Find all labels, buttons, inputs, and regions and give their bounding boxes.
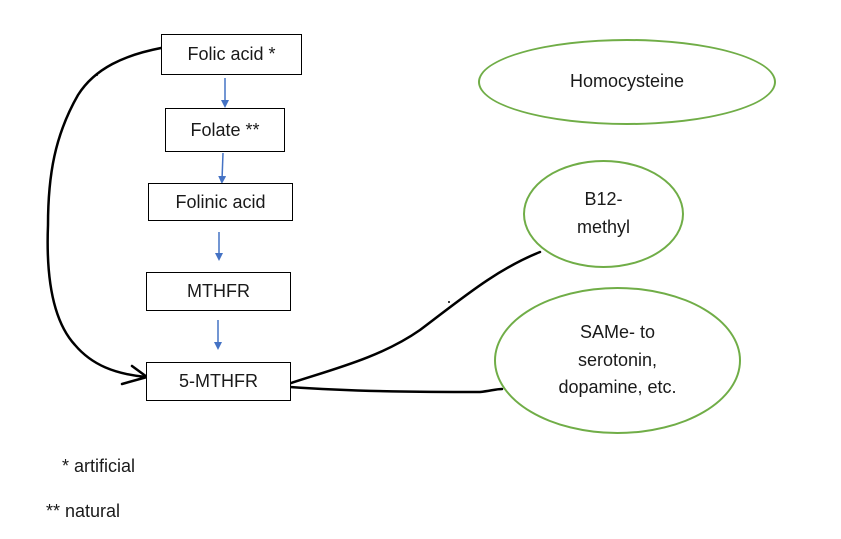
ink-dot — [96, 74, 98, 76]
mthfr-label: MTHFR — [187, 281, 250, 301]
folic-acid-label: Folic acid * — [187, 44, 276, 64]
b12-methyl-oval: B12- methyl — [523, 160, 684, 268]
arrow-folate-to-folinic — [218, 152, 227, 184]
b12-methyl-text: B12- methyl — [577, 186, 630, 242]
folate-box: Folate ** — [165, 108, 285, 152]
curve-folic-to-5mthfr — [46, 46, 163, 379]
folinic-acid-label: Folinic acid — [175, 191, 266, 212]
5-mthfr-box: 5-MTHFR — [146, 362, 291, 401]
footnote-natural: ** natural — [46, 501, 121, 521]
curve-5mthfr-to-b12 — [286, 250, 542, 386]
footnote-artificial: * artificial — [62, 456, 136, 476]
same-line-1: SAMe- to — [579, 321, 655, 342]
same-line-2: serotonin, — [577, 349, 658, 370]
homocysteine-oval: Homocysteine — [478, 39, 776, 125]
folinic-acid-box: Folinic acid — [148, 183, 293, 221]
folic-acid-box: Folic acid * — [161, 34, 302, 75]
b12-line-1: B12- — [584, 189, 623, 210]
same-line-3: dopamine, etc. — [558, 377, 677, 398]
same-oval: SAMe- to serotonin, dopamine, etc. — [494, 287, 741, 434]
curve-5mthfr-to-same — [288, 385, 504, 394]
mthfr-box: MTHFR — [146, 272, 291, 311]
homocysteine-label: Homocysteine — [569, 71, 685, 92]
folate-label: Folate ** — [190, 119, 260, 140]
b12-line-2: methyl — [576, 217, 630, 237]
same-text: SAMe- to serotonin, dopamine, etc. — [558, 319, 676, 403]
5-mthfr-label: 5-MTHFR — [179, 371, 258, 391]
ink-dot-2 — [448, 301, 450, 303]
